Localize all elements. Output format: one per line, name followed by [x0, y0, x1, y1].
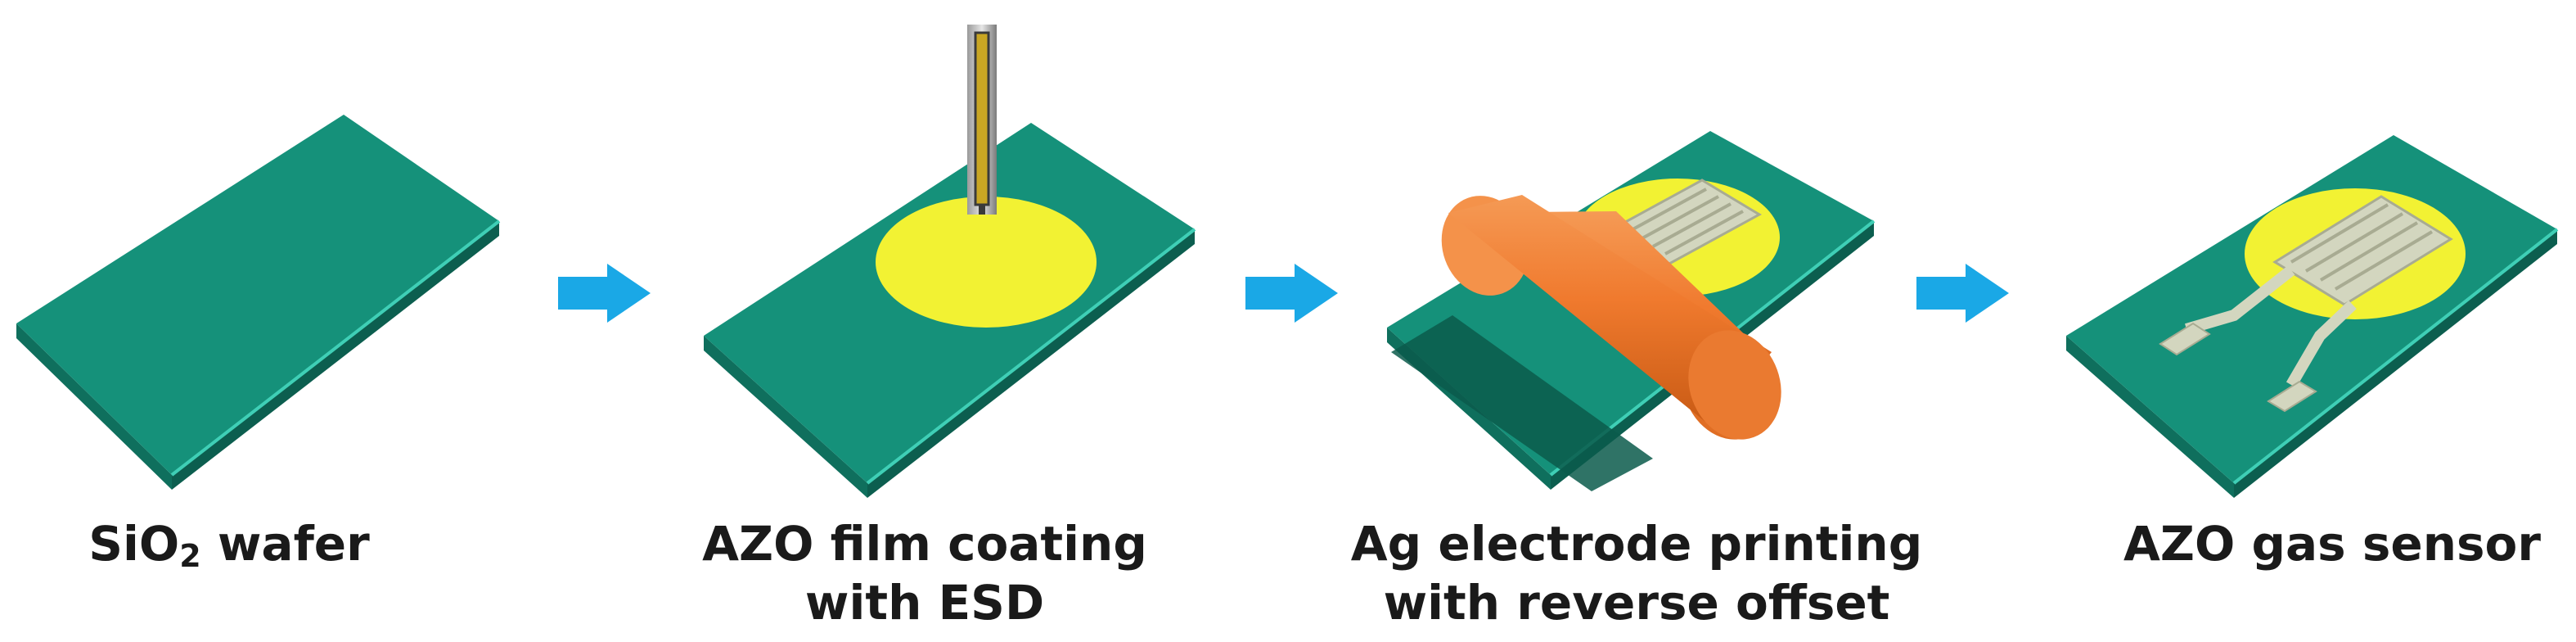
contact-pad-right: [2267, 300, 2357, 413]
step-3-caption: Ag electrode printing with reverse offse…: [1350, 516, 1923, 631]
right-arrow-icon: [1916, 264, 2009, 323]
wafer-step-2: [704, 25, 1196, 498]
wafer-side: [2066, 336, 2234, 498]
wafer-step-3: [1387, 131, 1876, 491]
esd-nozzle-icon: [967, 25, 997, 215]
step-1-caption: SiO2 wafer: [88, 516, 370, 574]
electrode-pattern: [2272, 195, 2453, 306]
azo-film: [876, 197, 1097, 328]
wafer-side-front: [172, 221, 499, 490]
wafer-side: [704, 336, 867, 498]
wafer-side: [16, 323, 172, 490]
step-4-caption: AZO gas sensor: [2123, 516, 2541, 572]
step-2-caption: AZO film coating with ESD: [702, 516, 1147, 631]
right-arrow-icon: [1245, 264, 1338, 323]
wafer-side-front: [2234, 229, 2557, 498]
wafer-step-1: [16, 115, 501, 490]
roller-icon: [1441, 195, 1781, 440]
wafer-top: [16, 115, 499, 475]
right-arrow-icon: [558, 264, 651, 323]
contact-pad-left: [2159, 265, 2295, 356]
wafer-step-4: [2066, 135, 2559, 498]
wafer-side-front: [867, 229, 1195, 498]
